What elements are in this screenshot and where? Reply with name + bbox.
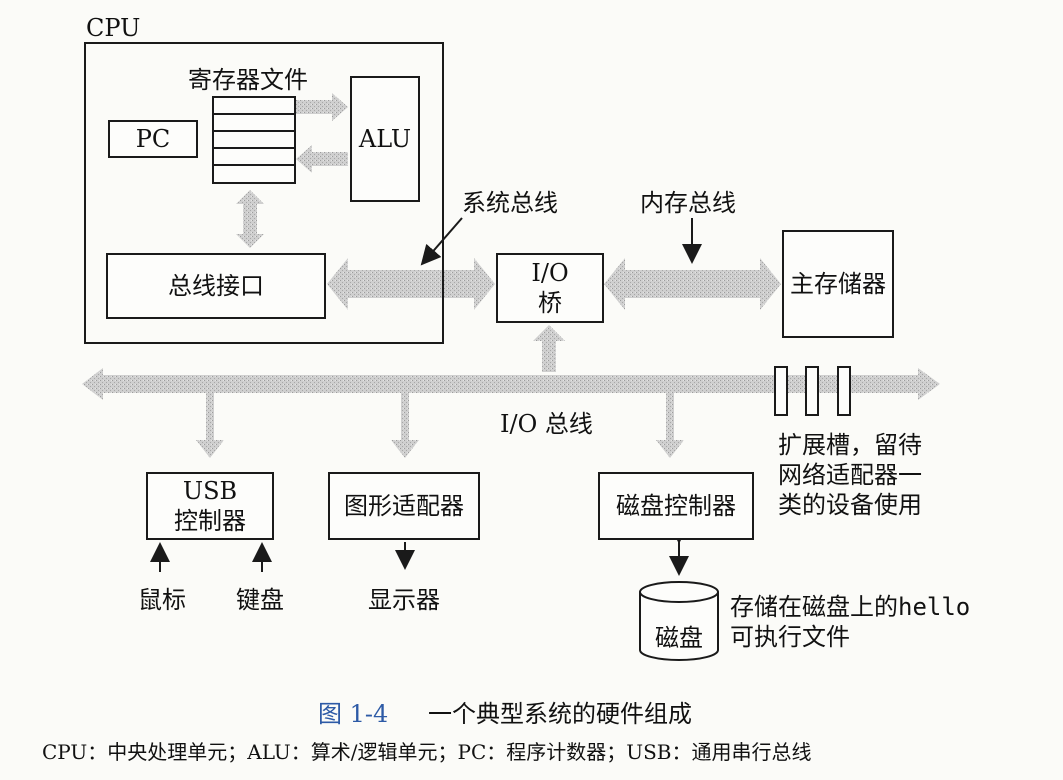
bus-interface-box: 总线接口 [106, 253, 326, 319]
register-row [214, 98, 294, 115]
expansion-slot [774, 366, 788, 416]
display-label: 显示器 [368, 586, 440, 614]
register-file-label: 寄存器文件 [188, 66, 308, 94]
bridge-io-bus-arrow [533, 325, 565, 372]
keyboard-label: 键盘 [236, 586, 284, 614]
usb-controller-line1: USB [182, 477, 238, 505]
expansion-slot [837, 366, 851, 416]
main-memory-box: 主存储器 [782, 230, 894, 338]
cpu-label: CPU [86, 14, 141, 42]
disk-cylinder [639, 581, 719, 661]
disk-note-line2: 可执行文件 [730, 623, 850, 651]
system-bus-arrow [327, 258, 495, 310]
io-bridge-box: I/O 桥 [496, 253, 604, 323]
disk-note-line1: 存储在磁盘上的hello [730, 592, 970, 622]
io-bus-arrow [82, 368, 940, 400]
expansion-note-line: 扩展槽，留待 [778, 431, 922, 459]
alu-to-regfile-arrow [296, 145, 348, 173]
caption-title: 一个典型系统的硬件组成 [428, 700, 692, 728]
disk-note-prefix: 存储在磁盘上的 [730, 593, 898, 621]
alu-box: ALU [350, 76, 420, 202]
usb-controller-line2: 控制器 [174, 507, 246, 535]
disk-note-code: hello [898, 593, 971, 621]
register-row [214, 149, 294, 166]
expansion-slot [805, 366, 819, 416]
regfile-to-alu-arrow [296, 93, 348, 121]
usb-drop-arrow [196, 393, 224, 458]
io-bridge-line1: I/O [531, 259, 569, 287]
system-bus-label: 系统总线 [462, 189, 558, 217]
graphics-drop-arrow [391, 393, 419, 458]
disk-controller-box: 磁盘控制器 [598, 472, 754, 540]
disk-note: 存储在磁盘上的hello 可执行文件 [730, 592, 970, 652]
caption-legend: CPU：中央处理单元；ALU：算术/逻辑单元；PC：程序计数器；USB：通用串行… [42, 740, 812, 764]
graphics-adapter-box: 图形适配器 [328, 472, 480, 540]
mouse-label: 鼠标 [138, 586, 186, 614]
register-row [214, 132, 294, 149]
io-bus-label: I/O 总线 [500, 410, 593, 438]
disk-label: 磁盘 [655, 624, 703, 652]
pc-box: PC [108, 120, 198, 158]
expansion-slots-note: 扩展槽，留待 网络适配器一 类的设备使用 [778, 430, 922, 520]
expansion-note-line: 网络适配器一 [778, 461, 922, 489]
usb-controller-box: USB 控制器 [146, 472, 274, 540]
cpu-frame [84, 42, 444, 344]
register-row [214, 115, 294, 132]
disk-ctrl-drop-arrow [656, 393, 684, 458]
memory-bus-arrow [604, 258, 781, 310]
regfile-bus-interface-arrow [236, 190, 264, 248]
memory-bus-label: 内存总线 [640, 189, 736, 217]
register-file [212, 96, 296, 184]
expansion-note-line: 类的设备使用 [778, 491, 922, 519]
caption-number: 图 1-4 [318, 700, 389, 728]
io-bridge-line2: 桥 [538, 289, 562, 317]
register-row [214, 166, 294, 183]
